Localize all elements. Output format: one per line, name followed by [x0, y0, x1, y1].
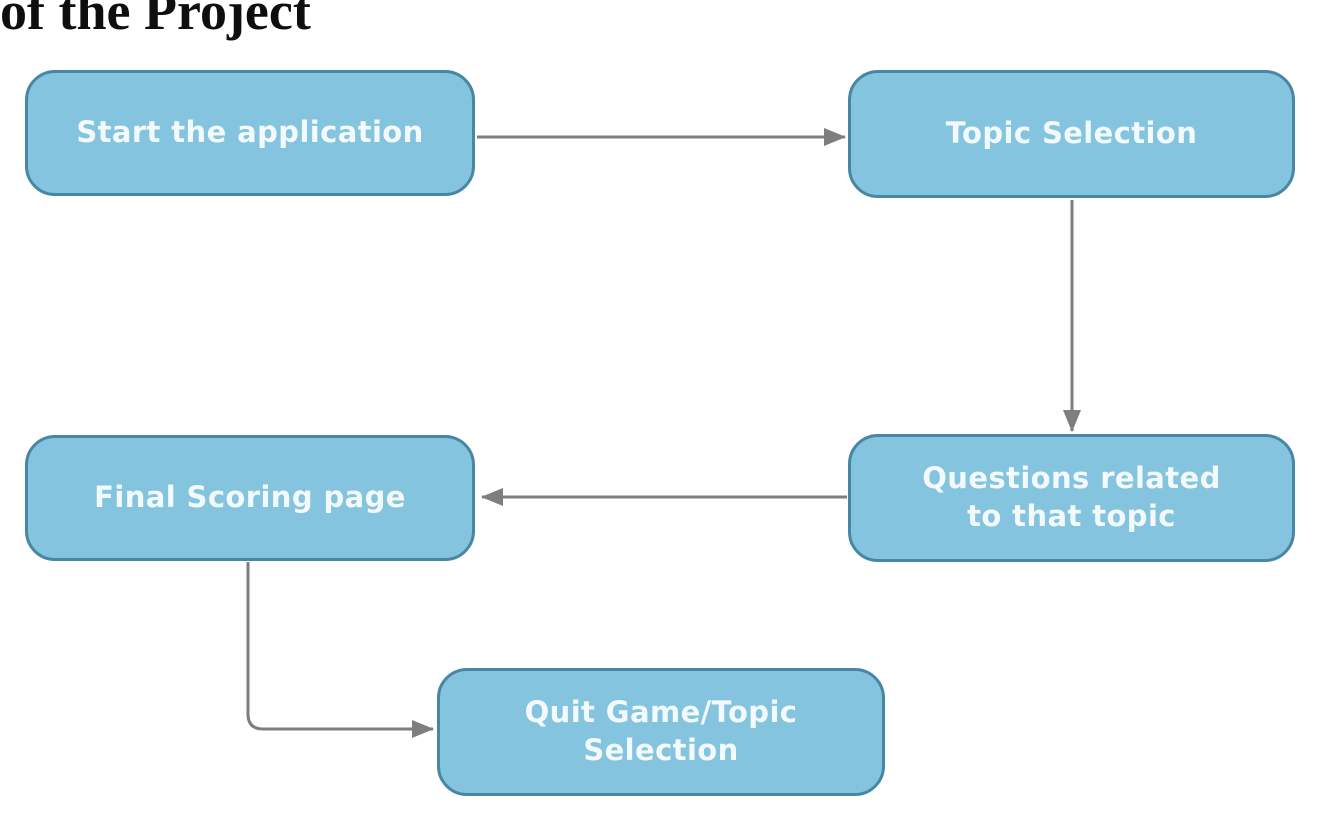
node-start-the-application: Start the application [25, 70, 475, 196]
node-final-scoring-page: Final Scoring page [25, 435, 475, 561]
node-questions-related-to-topic: Questions related to that topic [848, 434, 1295, 562]
arrow-final-scoring-to-quit [246, 562, 434, 738]
node-quit-game-topic-selection: Quit Game/Topic Selection [437, 668, 885, 796]
page-title: of the Project [0, 0, 311, 41]
node-label-start: Start the application [76, 115, 424, 150]
node-label-quit: Quit Game/Topic Selection [524, 695, 798, 767]
node-label-topic-selection: Topic Selection [945, 116, 1198, 151]
node-label-questions: Questions related to that topic [922, 461, 1221, 533]
node-topic-selection: Topic Selection [848, 70, 1295, 198]
node-label-final-scoring: Final Scoring page [94, 480, 406, 515]
